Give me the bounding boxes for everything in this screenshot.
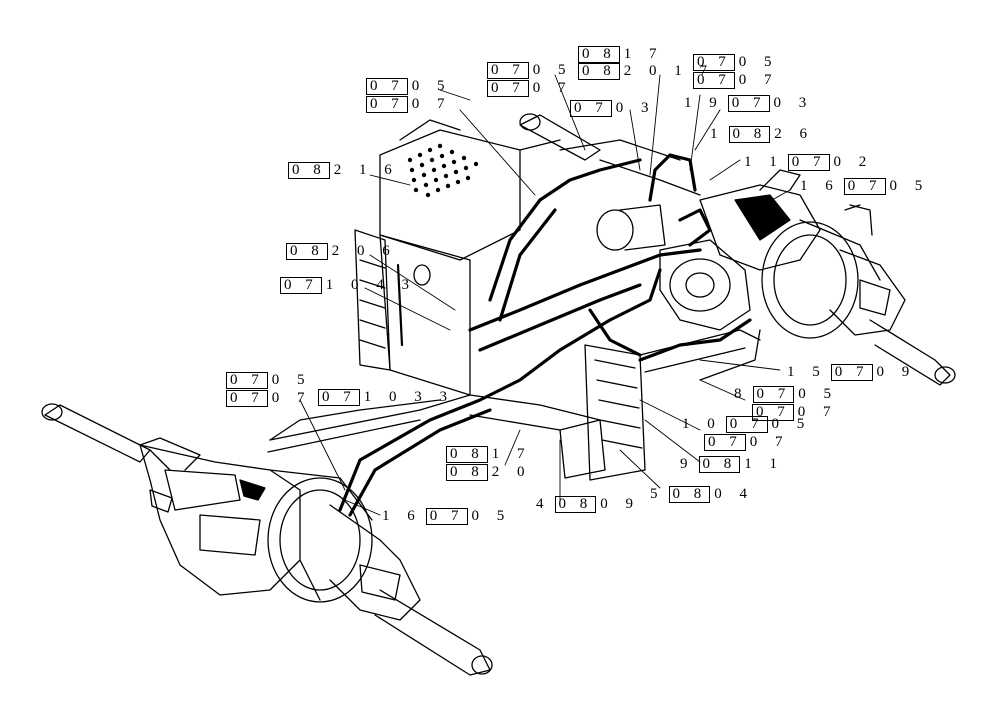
front-axle-differential: [267, 469, 373, 603]
callout-box: 0 8: [286, 243, 328, 260]
callout-box: 0 8: [446, 446, 488, 463]
rear-axle-housing: [699, 169, 821, 271]
callout-box: 0 7: [752, 386, 795, 403]
callout-box: 0 8: [698, 456, 741, 473]
callout-box: 0 7: [366, 96, 408, 113]
callout-box: 0 7: [693, 54, 735, 71]
hydraulic-hoses: [338, 153, 752, 517]
callout-box: 0 7: [280, 277, 322, 294]
callout-box: 0 8: [288, 162, 330, 179]
callout-box: 0 7: [725, 416, 768, 433]
callout-box: 0 8: [578, 46, 620, 63]
callout-box: 0 7: [693, 72, 735, 89]
rear-axle-hub: [829, 204, 906, 336]
callout-box: 0 8: [554, 496, 597, 513]
callout-box: 0 7: [830, 364, 873, 381]
callout-box: 0 8: [668, 486, 711, 503]
front-axle-right-housing: [329, 504, 421, 621]
callout-box: 0 7: [487, 80, 529, 97]
callout-box: 0 7: [366, 78, 408, 95]
frame-rails: [267, 329, 761, 453]
callout-box: 0 8: [578, 63, 620, 80]
callout-box: 0 7: [752, 404, 794, 421]
front-axle-left-shaft: [41, 403, 201, 471]
front-axle-left-housing: [139, 444, 301, 596]
callout-box: 0 7: [226, 390, 268, 407]
transmission-gearbox: [659, 239, 751, 331]
front-axle-right-shaft: [374, 589, 493, 676]
thin-lines-tubes: [269, 139, 701, 441]
callout-box: 0 7: [425, 508, 468, 525]
callout-box: 0 8: [446, 464, 488, 481]
callout-box: 0 7: [787, 154, 830, 171]
cooler-side-fins: [359, 259, 431, 349]
callout-box: 0 7: [727, 95, 770, 112]
callout-box: 0 7: [226, 372, 268, 389]
callout-box: 0 7: [704, 434, 746, 451]
callout-box: 0 7: [318, 389, 360, 406]
filter-canister: [519, 113, 601, 161]
pump-motor: [596, 204, 666, 251]
rear-axle-shaft: [844, 204, 956, 386]
callout-box: 0 8: [728, 126, 771, 143]
callout-box: 0 7: [843, 178, 886, 195]
rear-axle-differential: [761, 219, 881, 339]
cooler-core-grid: [407, 143, 479, 198]
callout-box: 0 7: [570, 100, 612, 117]
control-valve-block: [559, 344, 646, 481]
callout-box: 0 7: [487, 62, 529, 79]
leader-lines: [299, 74, 791, 516]
